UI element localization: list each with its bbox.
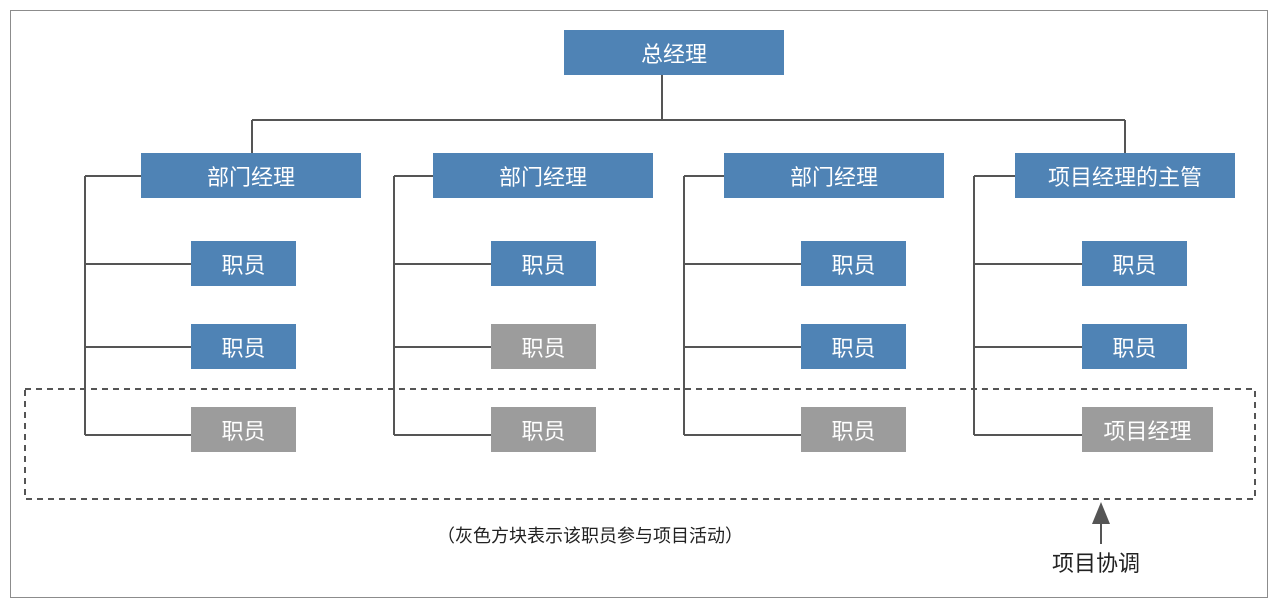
general-manager-box: 总经理 (564, 30, 784, 75)
project-coordination-label: 项目协调 (1052, 552, 1141, 577)
branch-3-member-project: 职员 (801, 407, 906, 452)
arrow-up-icon (1092, 502, 1110, 524)
branch-2-member-project: 职员 (491, 324, 596, 369)
branch-1-head: 部门经理 (141, 153, 361, 198)
diagram-frame (10, 10, 1268, 598)
branch-2-member: 职员 (491, 241, 596, 286)
branch-3-member: 职员 (801, 241, 906, 286)
branch-4-head: 项目经理的主管 (1015, 153, 1235, 198)
project-manager-box: 项目经理 (1082, 407, 1213, 452)
branch-4-member: 职员 (1082, 324, 1187, 369)
branch-3-member: 职员 (801, 324, 906, 369)
branch-1-member: 职员 (191, 324, 296, 369)
legend-note: （灰色方块表示该职员参与项目活动） (437, 526, 743, 547)
branch-3-head: 部门经理 (724, 153, 944, 198)
branch-2-member-project: 职员 (491, 407, 596, 452)
branch-2-head: 部门经理 (433, 153, 653, 198)
branch-1-member: 职员 (191, 241, 296, 286)
branch-1-member-project: 职员 (191, 407, 296, 452)
branch-4-member: 职员 (1082, 241, 1187, 286)
